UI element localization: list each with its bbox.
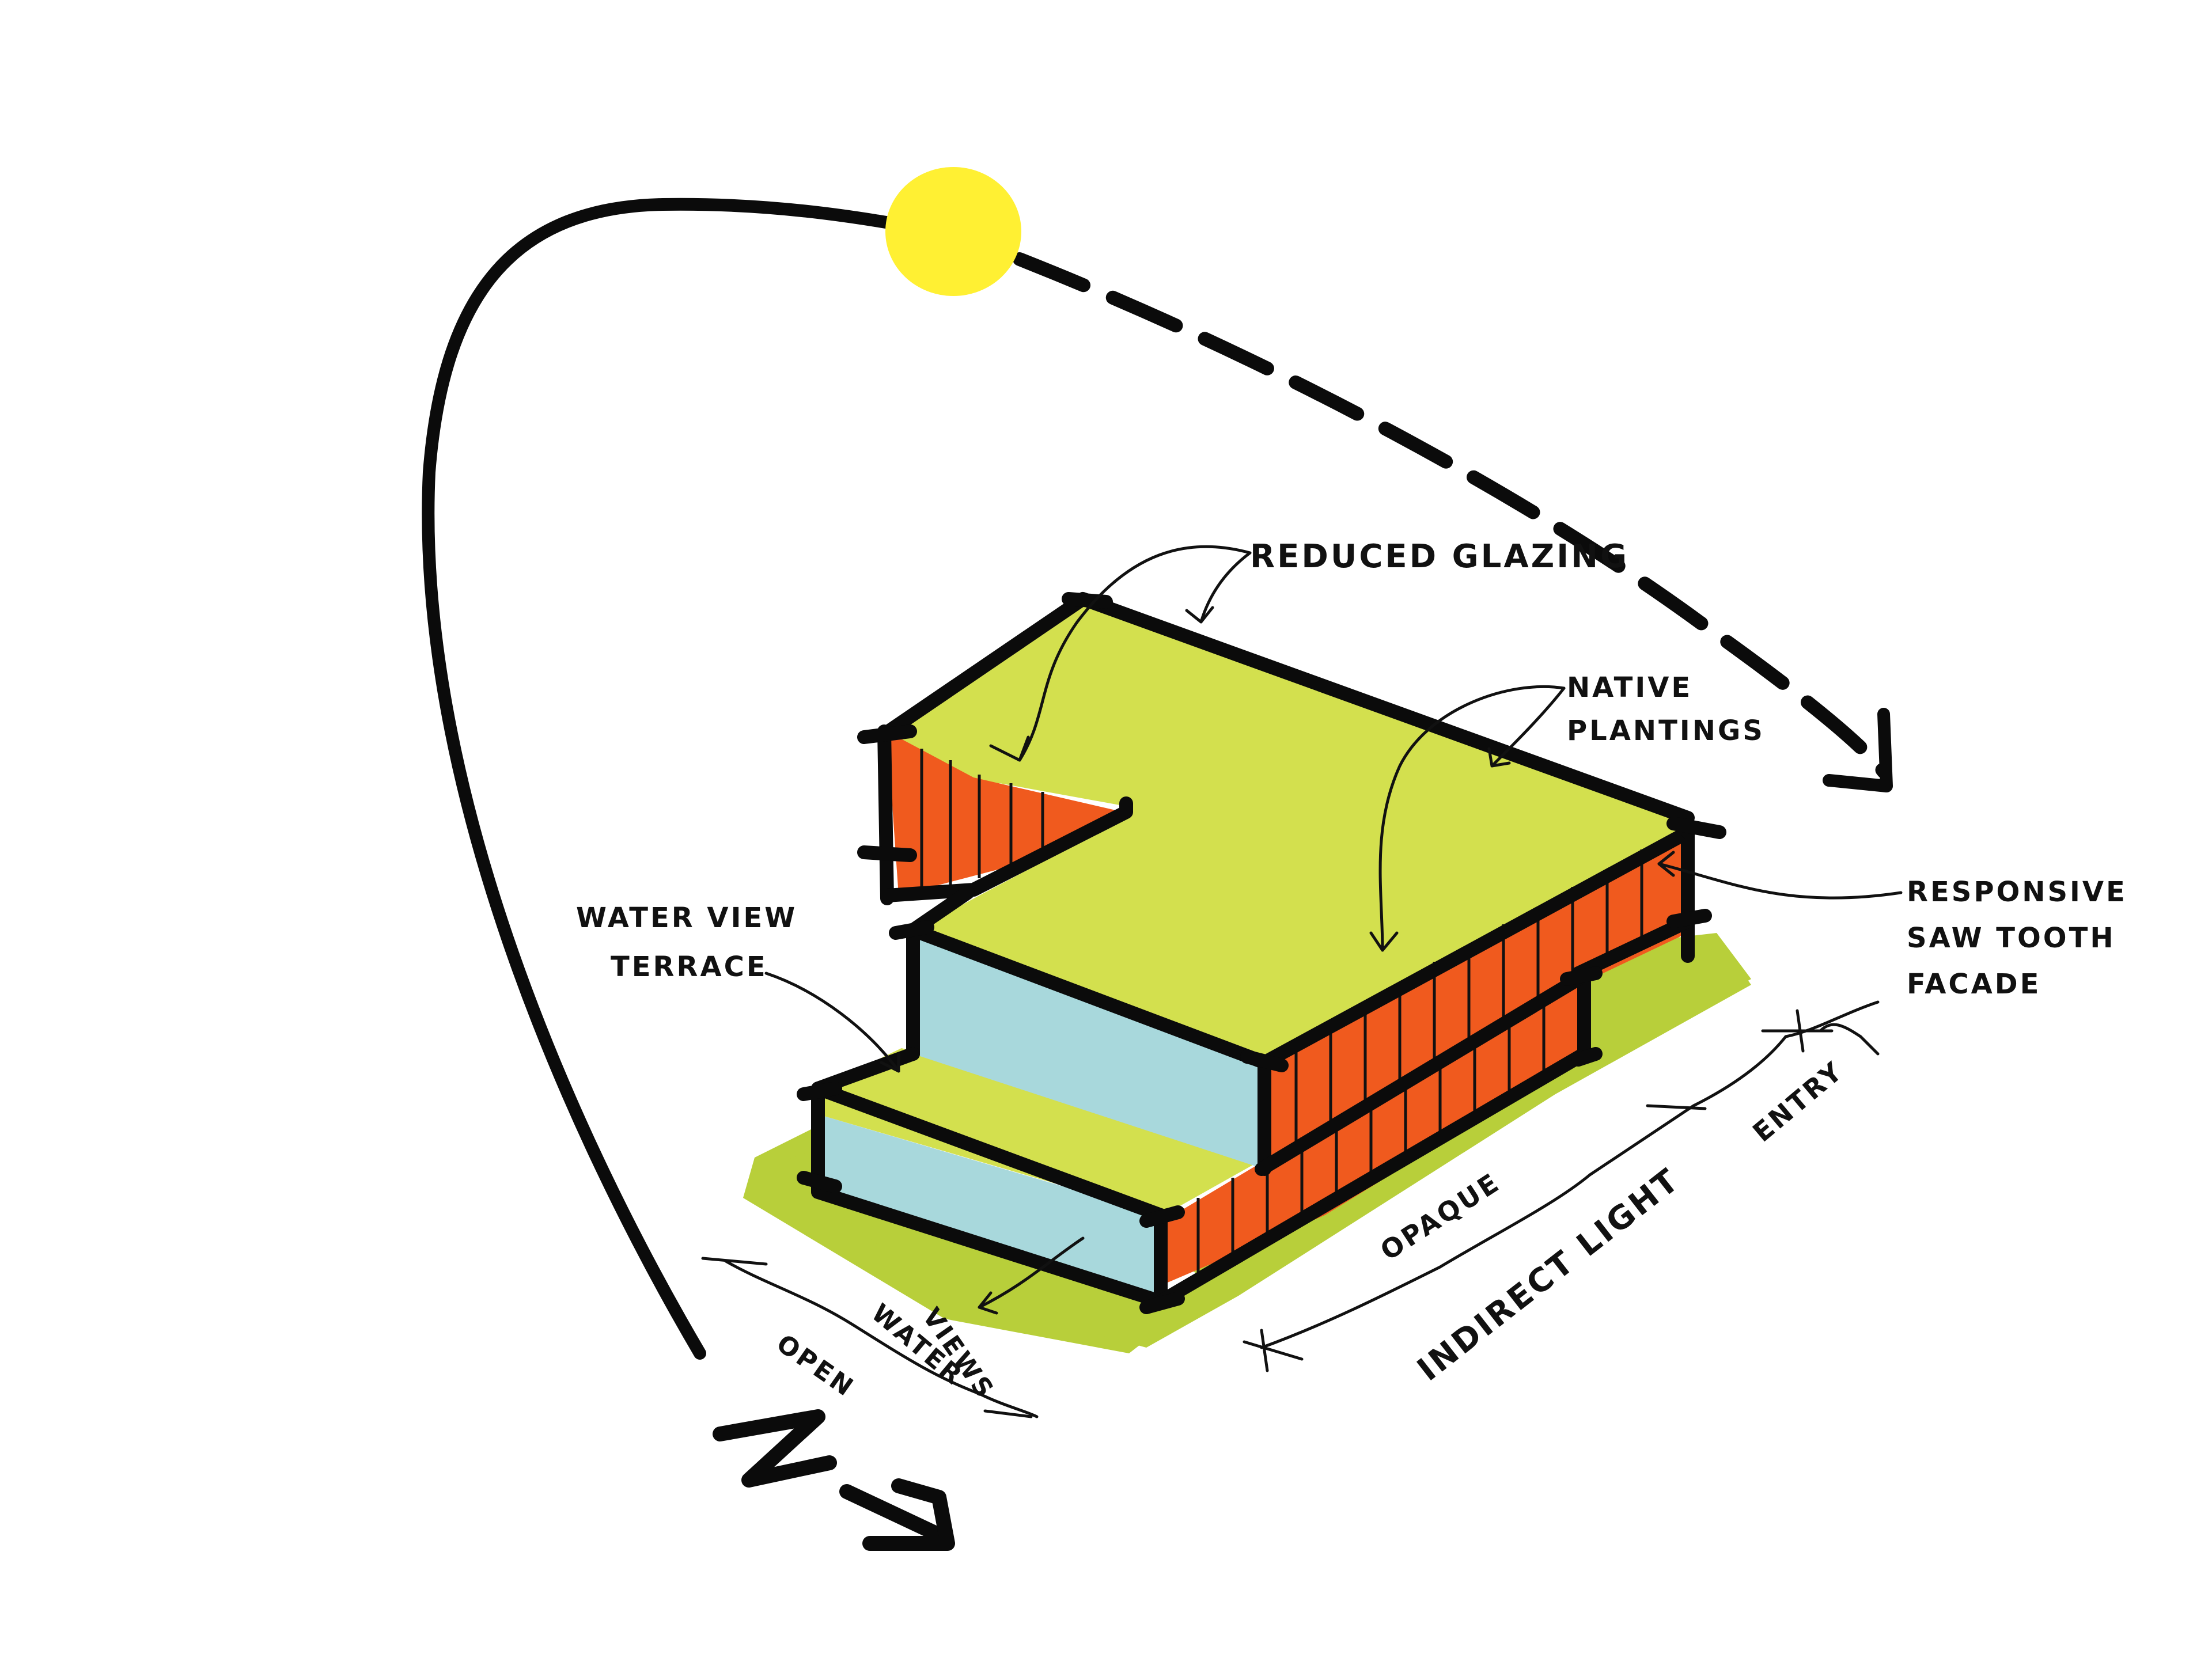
building-outline (797, 592, 1726, 1314)
sun-path-arrowhead (1823, 708, 1893, 792)
label-open: OPEN (771, 1329, 860, 1403)
facade-upper-left (887, 731, 1123, 896)
label-responsive-2: SAW TOOTH (1907, 922, 2115, 954)
label-water-view-terrace-1: WATER VIEW (576, 902, 797, 934)
dimension-lines (701, 1000, 1880, 1418)
label-native-2: PLANTINGS (1567, 715, 1765, 747)
leader-lines (764, 545, 1903, 1315)
label-responsive-1: RESPONSIVE (1907, 876, 2127, 908)
label-native-1: NATIVE (1567, 671, 1692, 704)
sun-icon (885, 167, 1021, 296)
roof-terrace (818, 1048, 1267, 1215)
sun-path-dashed (1013, 252, 1891, 779)
north-arrow-icon (713, 1409, 955, 1551)
glazing-upper (913, 933, 1264, 1169)
roof-upper (884, 599, 1688, 1060)
label-water-view-terrace-2: TERRACE (611, 951, 768, 983)
ground-patch-main (778, 944, 1751, 1348)
facade-right-upper (1262, 829, 1688, 1169)
facade-fins (920, 749, 1643, 1281)
sun-path-arc (422, 198, 922, 1360)
label-responsive-3: FACADE (1907, 968, 2041, 1000)
label-reduced-glazing: REDUCED GLAZING (1250, 538, 1629, 575)
glazing-lower (818, 1114, 1161, 1302)
label-entry: ENTRY (1747, 1055, 1849, 1148)
